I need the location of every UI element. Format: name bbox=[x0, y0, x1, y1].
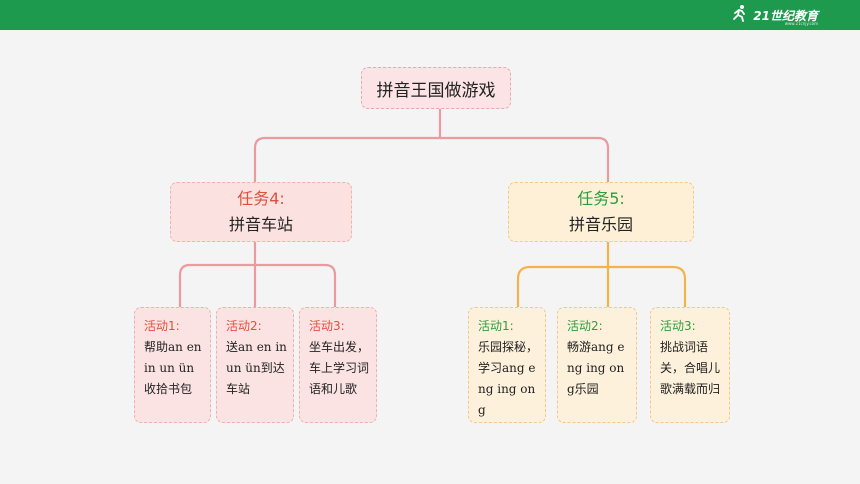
logo: 21世纪教育 bbox=[731, 3, 818, 27]
task4-activity1-node: 活动1: 帮助an en in un ün收拾书包 bbox=[134, 307, 211, 423]
activity-text: 乐园探秘，学习ang eng ing ong bbox=[478, 340, 539, 417]
activity-title: 活动3: bbox=[660, 319, 696, 333]
task5-title: 任务5: bbox=[577, 189, 625, 208]
task5-to-activities-line bbox=[516, 242, 687, 307]
task4-title: 任务4: bbox=[237, 189, 285, 208]
root-to-task4-line bbox=[253, 109, 442, 182]
activity-title: 活动1: bbox=[144, 319, 180, 333]
header-bar bbox=[0, 0, 860, 30]
activity-text: 畅游ang eng ing ong乐园 bbox=[567, 340, 625, 396]
task4-subtitle: 拼音车站 bbox=[228, 215, 293, 234]
task5-activity1-node: 活动1: 乐园探秘，学习ang eng ing ong bbox=[468, 307, 546, 423]
task5-activity2-node: 活动2: 畅游ang eng ing ong乐园 bbox=[557, 307, 637, 423]
task4-activity2-node: 活动2: 送an en in un ün到达车站 bbox=[216, 307, 294, 423]
root-node: 拼音王国做游戏 bbox=[361, 67, 511, 109]
task5-activity3-node: 活动3: 挑战词语关，合唱儿歌满载而归 bbox=[650, 307, 730, 423]
root-label: 拼音王国做游戏 bbox=[376, 80, 496, 101]
logo-subtext: www.21cnjy.com bbox=[784, 21, 818, 26]
task5-subtitle: 拼音乐园 bbox=[568, 215, 633, 234]
activity-title: 活动2: bbox=[567, 319, 603, 333]
activity-text: 送an en in un ün到达车站 bbox=[226, 340, 287, 396]
activity-text: 坐车出发，车上学习词语和儿歌 bbox=[309, 340, 370, 396]
task4-to-activities-line bbox=[178, 242, 337, 307]
task5-node: 任务5: 拼音乐园 bbox=[508, 182, 694, 242]
task4-activity3-node: 活动3: 坐车出发，车上学习词语和儿歌 bbox=[299, 307, 377, 423]
activity-title: 活动2: bbox=[226, 319, 262, 333]
root-to-task5-line bbox=[440, 136, 610, 182]
activity-title: 活动1: bbox=[478, 319, 514, 333]
activity-text: 帮助an en in un ün收拾书包 bbox=[144, 340, 202, 396]
activity-text: 挑战词语关，合唱儿歌满载而归 bbox=[660, 340, 721, 396]
activity-title: 活动3: bbox=[309, 319, 345, 333]
task4-node: 任务4: 拼音车站 bbox=[170, 182, 352, 242]
logo-text: 21世纪教育 bbox=[753, 8, 818, 23]
runner-icon bbox=[731, 4, 749, 26]
